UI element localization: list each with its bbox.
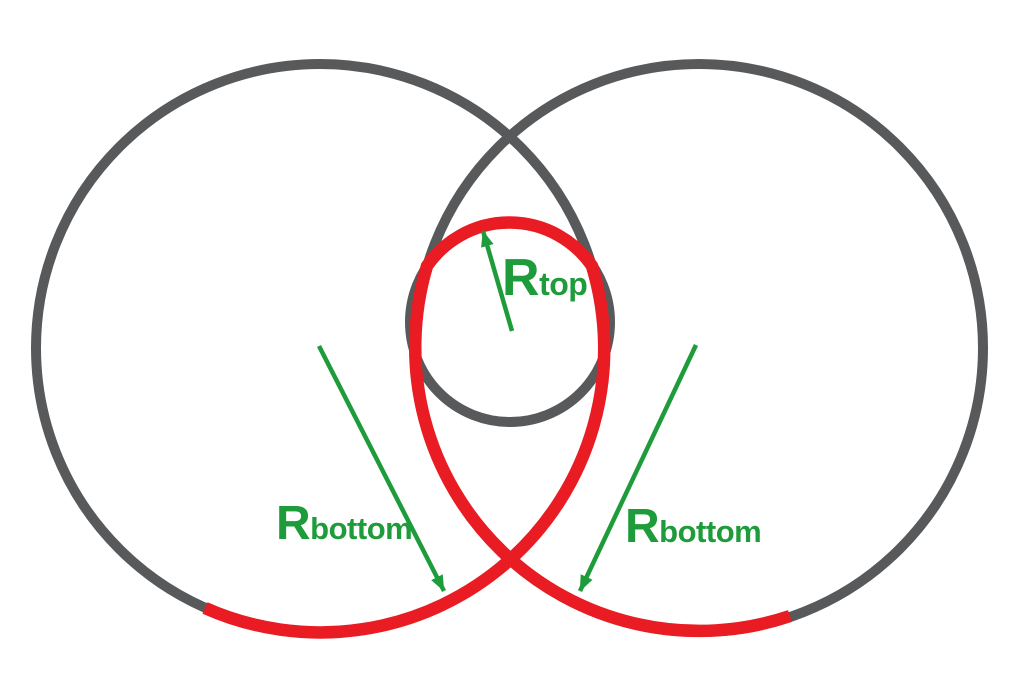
radius-arrows-group [316, 230, 699, 593]
r-top-label-main: R [502, 249, 540, 307]
r-top-label-sub: top [539, 266, 588, 302]
r-bottom-left-label-sub: bottom [310, 511, 413, 546]
r-bottom-right-label: Rbottom [625, 500, 762, 553]
profile-outline-group [202, 216, 792, 639]
r-bottom-right-label-sub: bottom [659, 514, 762, 549]
r-bottom-left-label: Rbottom [276, 497, 413, 550]
r-top-arrow [480, 230, 515, 332]
r-bottom-right-arrow [577, 344, 699, 592]
r-bottom-right-label-main: R [625, 500, 660, 553]
red-profile-outline [202, 216, 792, 639]
r-bottom-left-label-main: R [276, 497, 311, 550]
r-bottom-left-arrow [316, 344, 447, 593]
r-top-label: Rtop [502, 249, 588, 307]
base-circles-group [31, 59, 988, 637]
